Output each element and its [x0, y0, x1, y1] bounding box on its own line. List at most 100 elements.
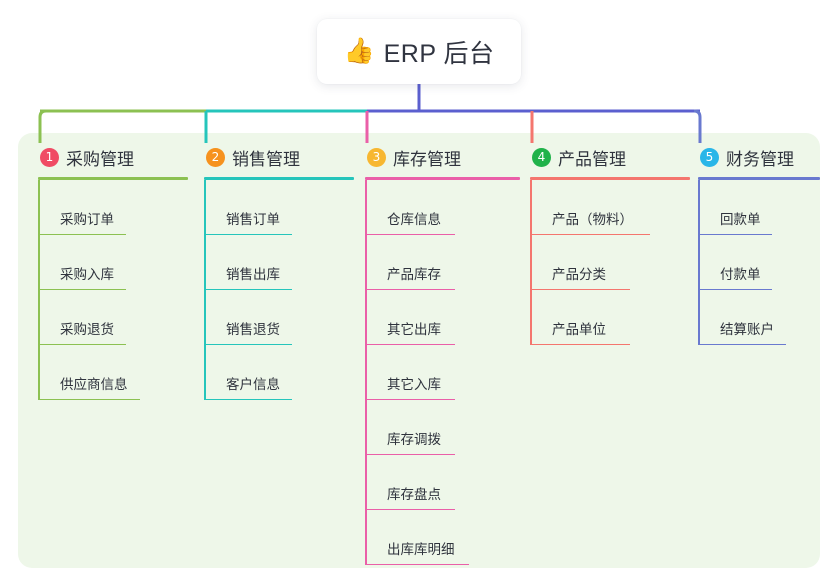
menu-item-underline — [365, 398, 455, 400]
item-connector-stem — [365, 400, 367, 455]
category-column-2: 2 销售管理销售订单销售出库销售退货客户信息 — [204, 143, 354, 400]
menu-item[interactable]: 销售退货 — [204, 290, 354, 345]
item-connector-stem — [38, 290, 40, 345]
menu-item-label: 供应商信息 — [60, 377, 128, 392]
item-connector-stem — [698, 290, 700, 345]
menu-item[interactable]: 出库库明细 — [365, 510, 520, 565]
menu-item-underline — [365, 343, 455, 345]
category-number-badge: 5 — [700, 147, 719, 167]
category-number-badge: 2 — [206, 147, 225, 167]
category-header-5[interactable]: 5 财务管理 — [698, 143, 820, 171]
menu-item-underline — [38, 288, 126, 290]
category-title: 财务管理 — [726, 149, 794, 169]
category-items: 仓库信息产品库存其它出库其它入库库存调拨库存盘点出库库明细 — [365, 180, 520, 565]
menu-item[interactable]: 其它入库 — [365, 345, 520, 400]
menu-item-label: 其它出库 — [387, 322, 441, 337]
menu-item[interactable]: 其它出库 — [365, 290, 520, 345]
category-underline — [698, 177, 820, 180]
menu-item-underline — [204, 398, 292, 400]
category-title: 采购管理 — [66, 149, 134, 169]
menu-item[interactable]: 采购订单 — [38, 180, 188, 235]
menu-item[interactable]: 回款单 — [698, 180, 820, 235]
item-connector-stem — [204, 235, 206, 290]
thumbs-up-icon: 👍 — [343, 37, 375, 65]
item-connector-stem — [38, 235, 40, 290]
menu-item-underline — [365, 233, 455, 235]
menu-item-label: 采购退货 — [60, 322, 114, 337]
menu-item-label: 采购入库 — [60, 267, 114, 282]
menu-item-label: 结算账户 — [720, 322, 774, 337]
category-column-5: 5 财务管理回款单付款单结算账户 — [698, 143, 820, 345]
item-connector-stem — [204, 180, 206, 235]
category-items: 回款单付款单结算账户 — [698, 180, 820, 345]
menu-item-underline — [365, 563, 469, 565]
menu-item-underline — [38, 398, 140, 400]
item-connector-stem — [365, 510, 367, 565]
diagram-background-panel — [18, 133, 820, 568]
menu-item[interactable]: 产品分类 — [530, 235, 690, 290]
menu-item-label: 产品库存 — [387, 267, 441, 282]
item-connector-stem — [365, 455, 367, 510]
menu-item-underline — [38, 343, 126, 345]
menu-item-label: 采购订单 — [60, 212, 114, 227]
item-connector-stem — [698, 235, 700, 290]
menu-item[interactable]: 仓库信息 — [365, 180, 520, 235]
menu-item-underline — [38, 233, 126, 235]
item-connector-stem — [38, 180, 40, 235]
category-number-badge: 4 — [532, 147, 551, 167]
category-underline — [38, 177, 188, 180]
item-connector-stem — [204, 290, 206, 345]
category-underline — [365, 177, 520, 180]
category-column-4: 4 产品管理产品（物料） 产品分类产品单位 — [530, 143, 690, 345]
menu-item[interactable]: 付款单 — [698, 235, 820, 290]
category-header-2[interactable]: 2 销售管理 — [204, 143, 354, 171]
menu-item[interactable]: 采购入库 — [38, 235, 188, 290]
item-connector-stem — [365, 180, 367, 235]
root-node[interactable]: 👍 ERP 后台 — [317, 19, 521, 84]
menu-item-underline — [204, 233, 292, 235]
menu-item-underline — [698, 288, 772, 290]
root-node-title: ERP 后台 — [383, 39, 495, 68]
menu-item-underline — [530, 343, 630, 345]
category-header-4[interactable]: 4 产品管理 — [530, 143, 690, 171]
menu-item-label: 销售退货 — [226, 322, 280, 337]
menu-item-label: 产品分类 — [552, 267, 606, 282]
menu-item-underline — [204, 343, 292, 345]
menu-item[interactable]: 结算账户 — [698, 290, 820, 345]
menu-item-underline — [698, 233, 772, 235]
menu-item-underline — [530, 233, 650, 235]
category-title: 产品管理 — [558, 149, 626, 169]
menu-item-underline — [204, 288, 292, 290]
item-connector-stem — [365, 345, 367, 400]
menu-item[interactable]: 库存盘点 — [365, 455, 520, 510]
menu-item[interactable]: 产品库存 — [365, 235, 520, 290]
menu-item[interactable]: 供应商信息 — [38, 345, 188, 400]
menu-item[interactable]: 产品单位 — [530, 290, 690, 345]
item-connector-stem — [698, 180, 700, 235]
category-number-badge: 3 — [367, 147, 386, 167]
menu-item[interactable]: 采购退货 — [38, 290, 188, 345]
menu-item-underline — [365, 288, 455, 290]
menu-item-label: 仓库信息 — [387, 212, 441, 227]
menu-item-label: 产品单位 — [552, 322, 606, 337]
menu-item[interactable]: 销售出库 — [204, 235, 354, 290]
menu-item[interactable]: 产品（物料） — [530, 180, 690, 235]
menu-item-label: 库存调拨 — [387, 432, 441, 447]
menu-item[interactable]: 客户信息 — [204, 345, 354, 400]
item-connector-stem — [530, 180, 532, 235]
menu-item[interactable]: 销售订单 — [204, 180, 354, 235]
menu-item-label: 其它入库 — [387, 377, 441, 392]
item-connector-stem — [204, 345, 206, 400]
category-underline — [530, 177, 690, 180]
menu-item-underline — [365, 453, 455, 455]
category-title: 销售管理 — [232, 149, 300, 169]
category-underline — [204, 177, 354, 180]
menu-item-label: 回款单 — [720, 212, 761, 227]
menu-item-label: 产品（物料） — [552, 212, 633, 227]
menu-item[interactable]: 库存调拨 — [365, 400, 520, 455]
menu-item-label: 出库库明细 — [387, 542, 455, 557]
